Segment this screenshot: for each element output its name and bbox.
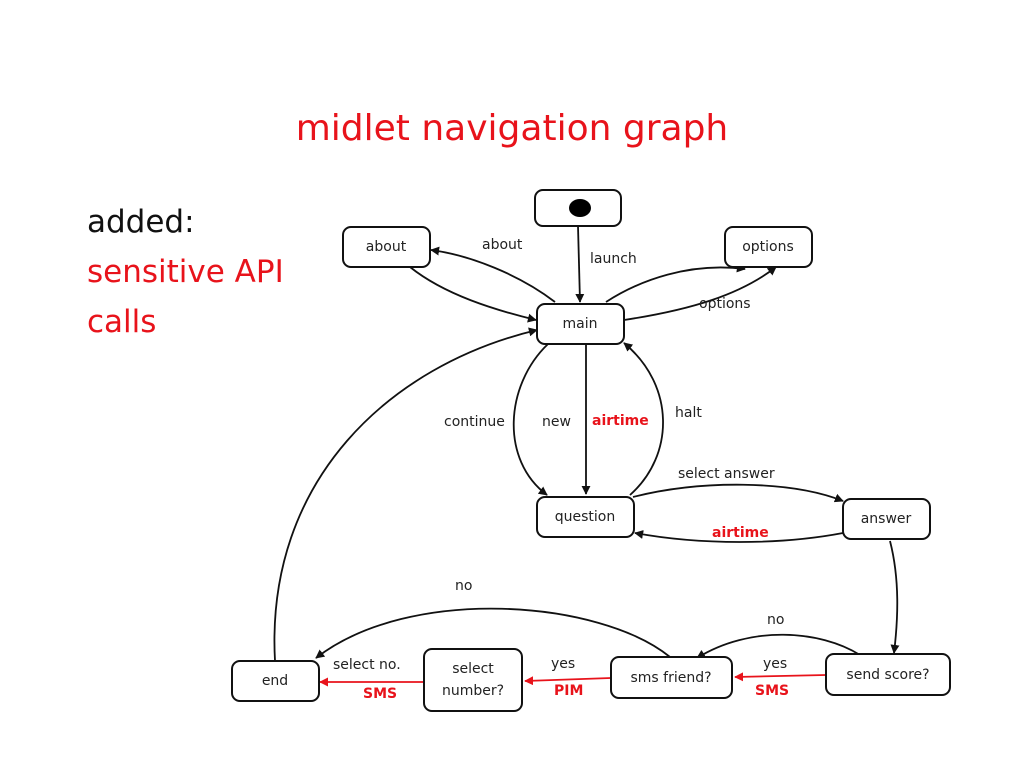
label-no-send: no bbox=[767, 612, 784, 628]
label-options: options bbox=[699, 296, 751, 312]
note-calls: calls bbox=[87, 304, 157, 340]
label-pim: PIM bbox=[554, 683, 583, 699]
label-continue: continue bbox=[444, 414, 505, 430]
edge-airtime-answer bbox=[634, 530, 844, 543]
node-answer: answer bbox=[842, 498, 931, 540]
start-dot-icon bbox=[569, 199, 591, 217]
node-about: about bbox=[342, 226, 431, 268]
label-sms-2: SMS bbox=[755, 683, 789, 699]
note-added: added: bbox=[87, 204, 195, 240]
label-select-answer: select answer bbox=[678, 466, 775, 482]
edge-send-score-no bbox=[696, 633, 861, 659]
node-question-label: question bbox=[555, 509, 615, 525]
edge-options-to-main bbox=[623, 266, 777, 321]
edge-continue bbox=[512, 343, 549, 496]
edge-end-to-main bbox=[273, 327, 538, 662]
edge-answer-to-send-score bbox=[889, 540, 900, 654]
label-no-top: no bbox=[455, 578, 472, 594]
node-select-number-label-2: number? bbox=[442, 683, 504, 699]
node-sms-friend: sms friend? bbox=[610, 656, 733, 699]
node-select-number-label-1: select bbox=[452, 661, 494, 677]
node-select-number: select number? bbox=[423, 648, 523, 712]
edge-main-to-options bbox=[605, 263, 746, 303]
node-question: question bbox=[536, 496, 635, 538]
node-send-score-label: send score? bbox=[846, 667, 929, 683]
edge-main-to-about bbox=[430, 246, 556, 303]
edge-sms-friend-no bbox=[315, 607, 671, 659]
edges bbox=[273, 225, 900, 687]
edge-sms-friend-yes bbox=[524, 676, 612, 686]
edge-send-score-yes bbox=[734, 672, 827, 682]
edge-launch bbox=[575, 225, 585, 303]
label-select-no: select no. bbox=[333, 657, 401, 673]
label-about: about bbox=[482, 237, 523, 253]
node-options: options bbox=[724, 226, 813, 268]
edge-labels: about launch options continue new airtim… bbox=[333, 237, 789, 702]
node-answer-label: answer bbox=[861, 511, 912, 527]
node-start bbox=[534, 189, 622, 227]
label-airtime-main: airtime bbox=[592, 413, 649, 429]
label-yes-1: yes bbox=[551, 656, 575, 672]
label-halt: halt bbox=[675, 405, 702, 421]
node-send-score: send score? bbox=[825, 653, 951, 696]
node-end: end bbox=[231, 660, 320, 702]
node-options-label: options bbox=[742, 239, 794, 255]
edge-about-to-main bbox=[409, 266, 537, 323]
label-new: new bbox=[542, 414, 571, 430]
edge-halt bbox=[623, 342, 664, 496]
label-launch: launch bbox=[590, 251, 637, 267]
node-sms-friend-label: sms friend? bbox=[630, 670, 711, 686]
node-main: main bbox=[536, 303, 625, 345]
slide-title: midlet navigation graph bbox=[295, 108, 729, 149]
label-sms-1: SMS bbox=[363, 686, 397, 702]
edge-select-answer bbox=[632, 483, 844, 503]
node-end-label: end bbox=[262, 673, 288, 689]
node-main-label: main bbox=[563, 316, 598, 332]
label-airtime-answer: airtime bbox=[712, 525, 769, 541]
note-sensitive-api: sensitive API bbox=[87, 254, 284, 290]
label-yes-2: yes bbox=[763, 656, 787, 672]
node-about-label: about bbox=[366, 239, 407, 255]
